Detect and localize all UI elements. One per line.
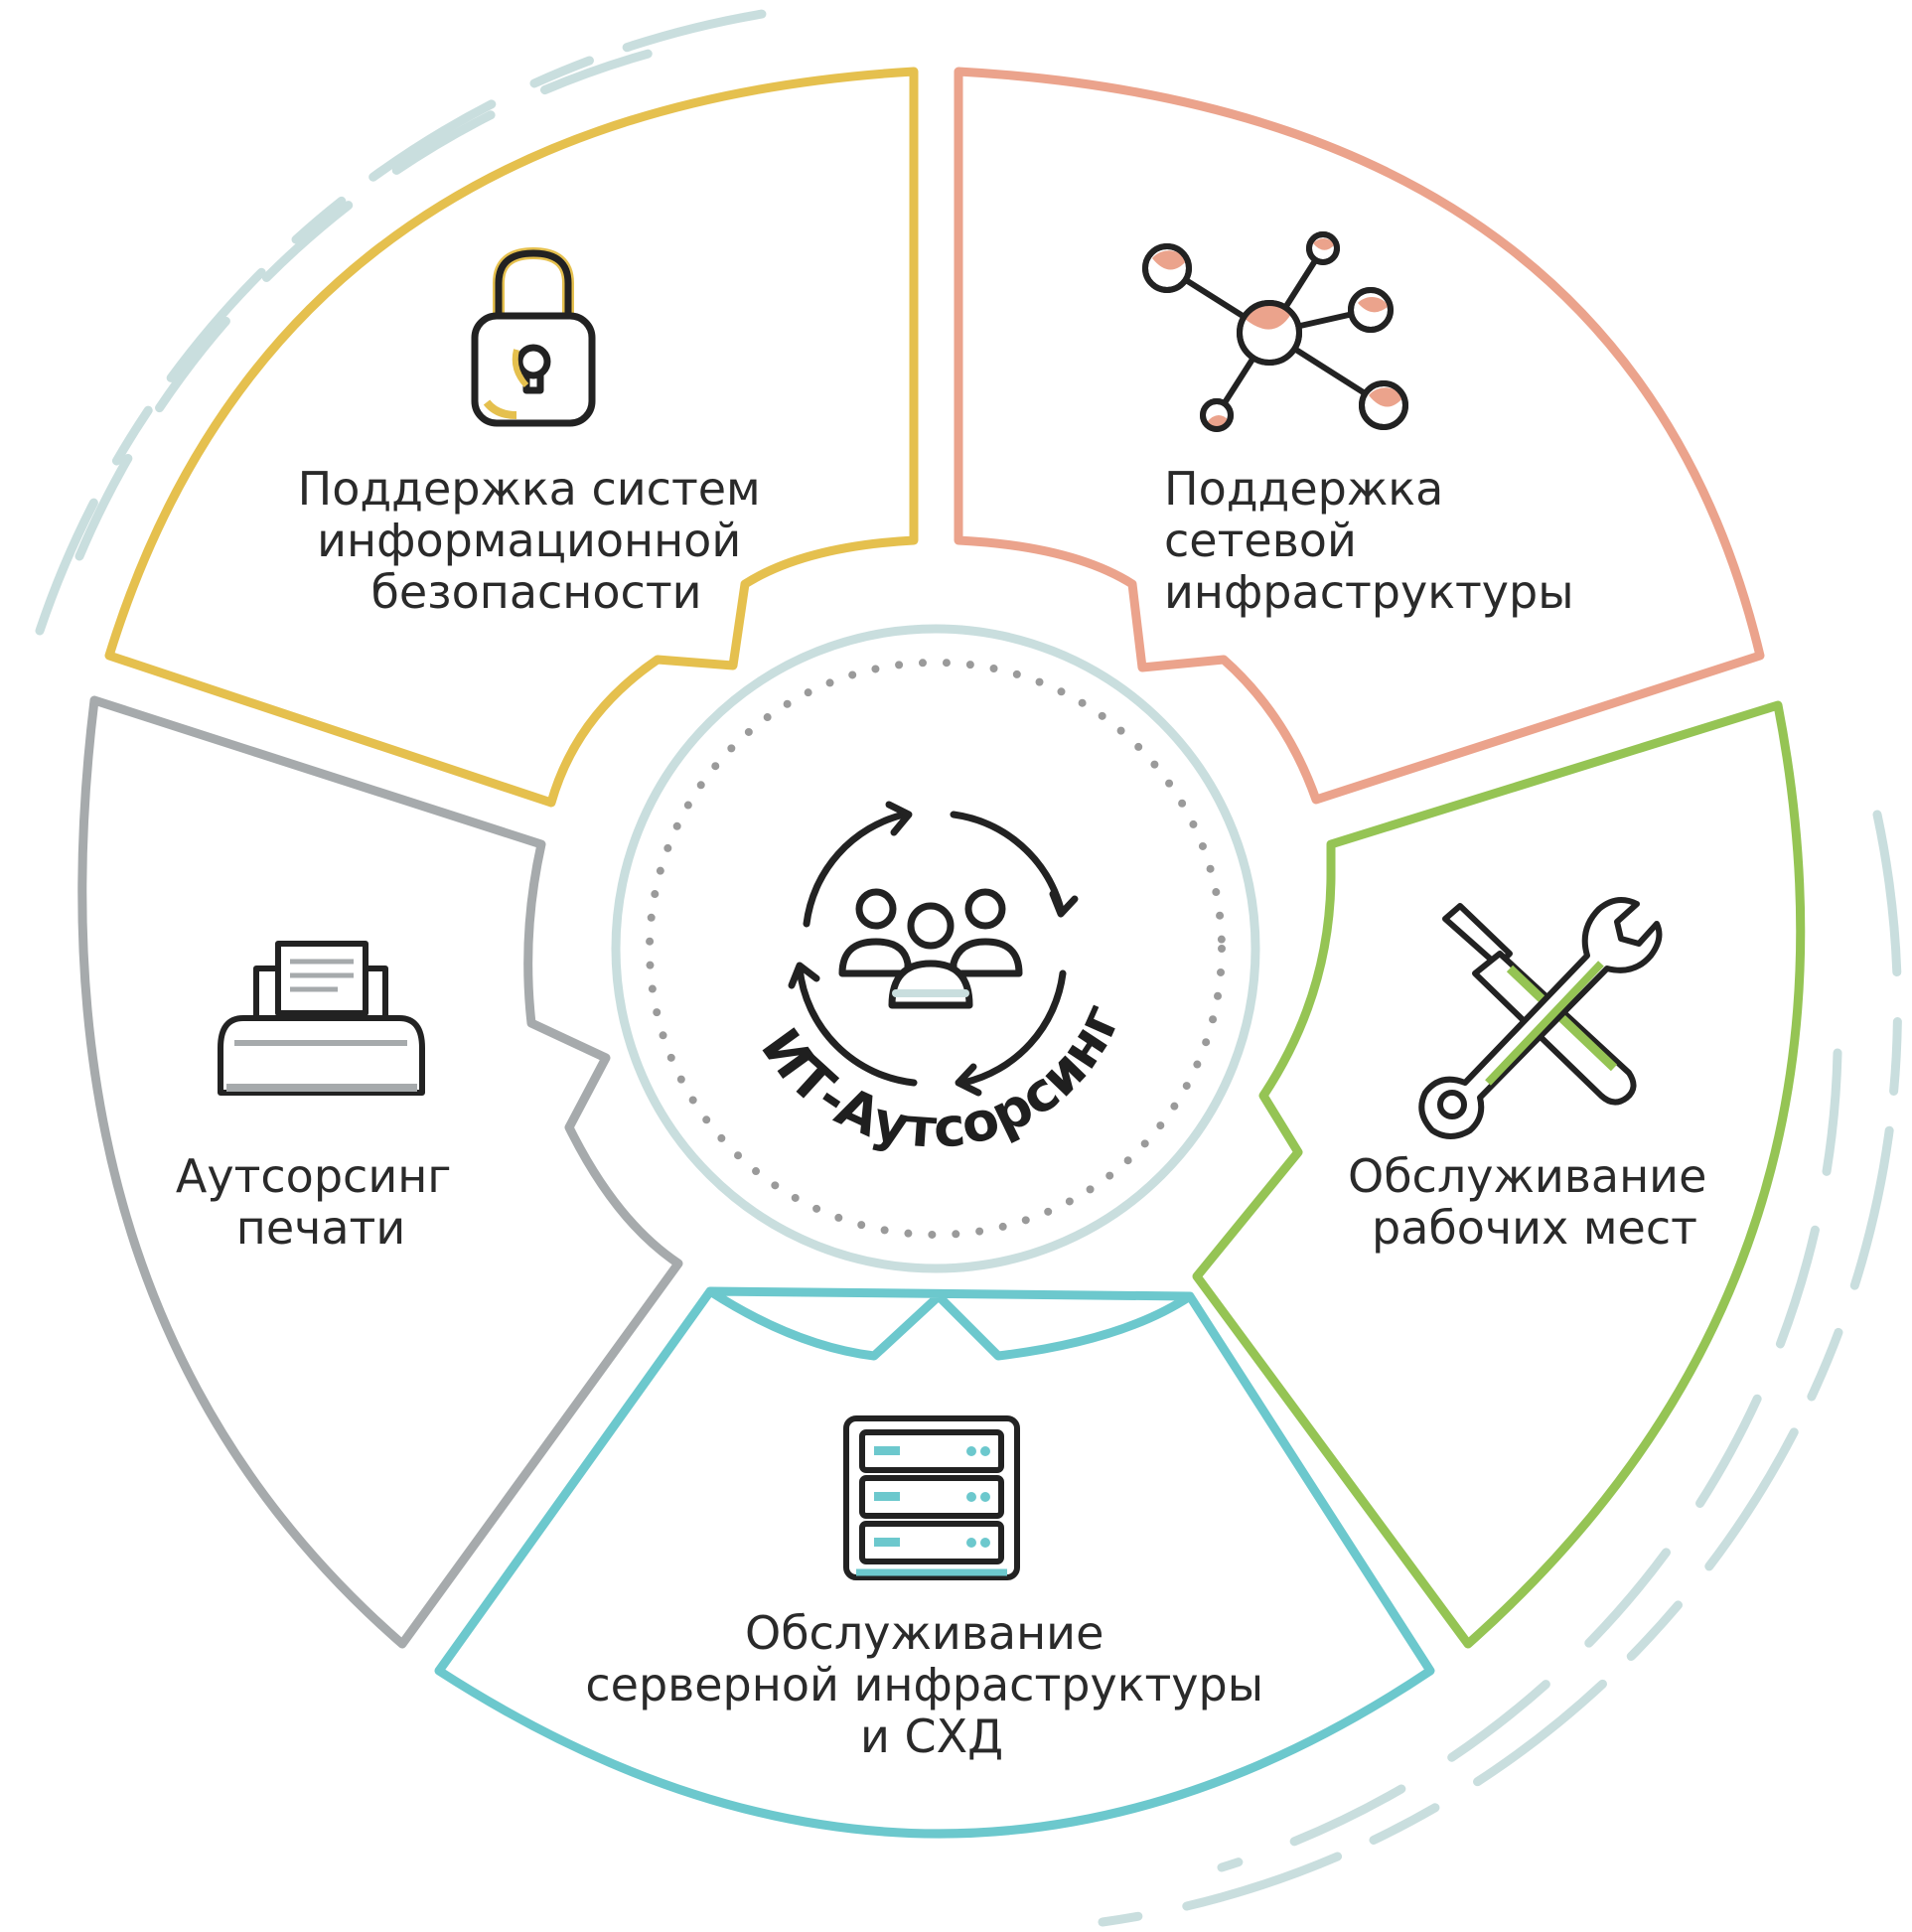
outer-dashed-arcs (35, 7, 1902, 1927)
server-rack-icon (843, 1415, 1020, 1580)
label-servers: Обслуживание серверной инфраструктуры и … (585, 1606, 1277, 1763)
segment-printing (77, 695, 683, 1649)
team-cycle-icon (788, 801, 1079, 1097)
padlock-icon (471, 247, 596, 427)
printer-icon (218, 941, 425, 1096)
network-nodes-icon (1142, 231, 1408, 432)
label-network: Поддержка сетевой инфраструктуры (1164, 462, 1574, 619)
wrench-screwdriver-icon (1418, 897, 1663, 1139)
label-workplaces: Обслуживание рабочих мест (1348, 1149, 1721, 1255)
center-hub (611, 624, 1260, 1273)
label-security: Поддержка систем информационной безопасн… (298, 462, 776, 619)
segment-security (104, 67, 919, 808)
label-printing: Аутсорсинг печати (176, 1149, 466, 1255)
